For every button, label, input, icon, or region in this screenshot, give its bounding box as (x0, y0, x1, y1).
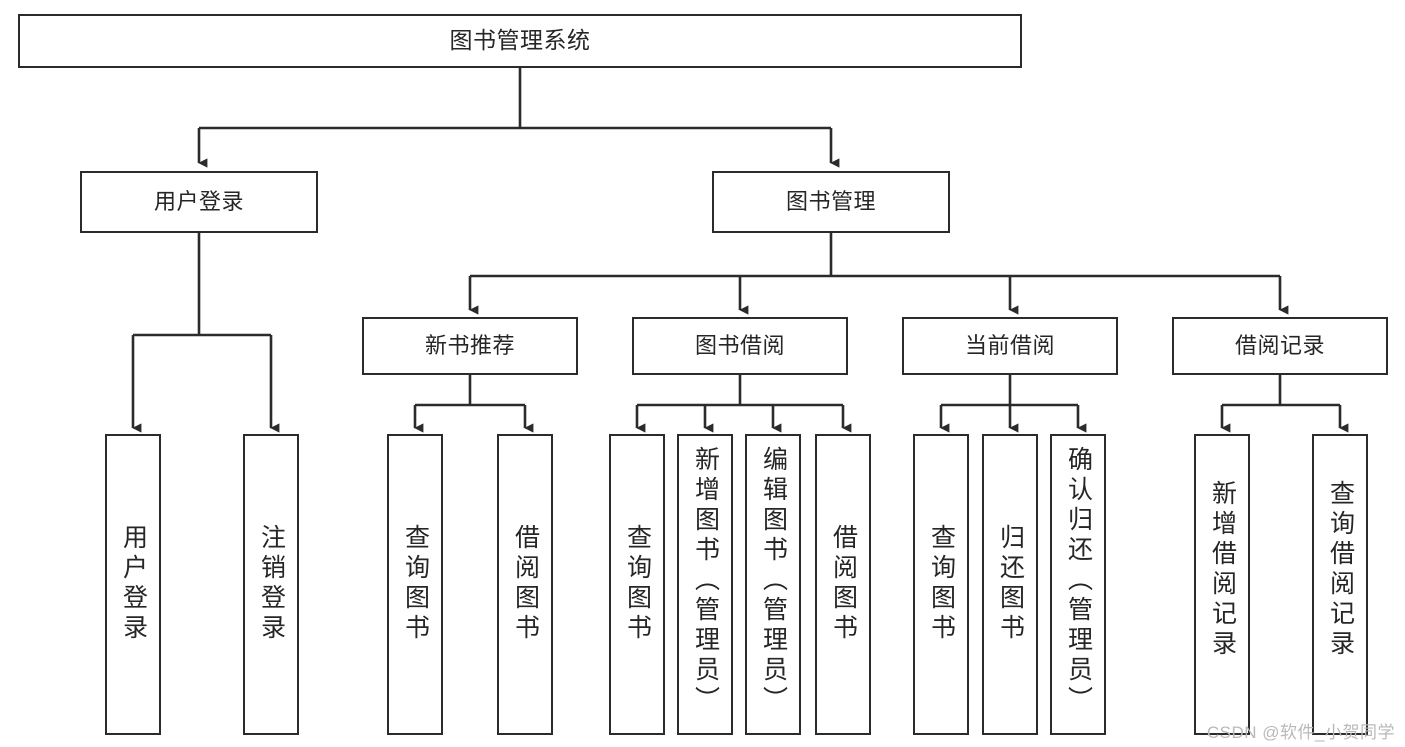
edges-userlogin-to-leaves (131, 233, 280, 433)
edges-bookborrow-to-leaves (635, 375, 852, 433)
node-label: 编辑图书（管理员） (759, 446, 788, 716)
edges-bookmanage-to-level3 (468, 233, 1289, 315)
node-borrow-record[interactable]: 借阅记录 (1172, 317, 1388, 375)
node-label: 借阅记录 (1234, 333, 1325, 359)
leaf-add-book-admin[interactable]: 新增图书（管理员） (677, 434, 733, 735)
node-book-borrow[interactable]: 图书借阅 (632, 317, 848, 375)
node-current-borrow[interactable]: 当前借阅 (902, 317, 1118, 375)
edges-borrowrecord-to-leaves (1220, 375, 1349, 433)
node-label: 用户登录 (153, 189, 244, 215)
node-label: 当前借阅 (964, 333, 1055, 359)
node-label: 查询图书 (401, 524, 430, 644)
leaf-borrow-book-recommend[interactable]: 借阅图书 (497, 434, 553, 735)
node-new-book-recommend[interactable]: 新书推荐 (362, 317, 578, 375)
node-label: 新书推荐 (424, 333, 515, 359)
node-label: 用户登录 (119, 524, 148, 644)
leaf-user-logout[interactable]: 注销登录 (243, 434, 299, 735)
node-label: 查询借阅记录 (1326, 480, 1355, 660)
leaf-borrow-book[interactable]: 借阅图书 (815, 434, 871, 735)
node-label: 确认归还（管理员） (1064, 446, 1093, 716)
leaf-query-borrow-record[interactable]: 查询借阅记录 (1312, 434, 1368, 735)
node-book-management[interactable]: 图书管理 (712, 171, 950, 233)
node-label: 图书管理 (785, 189, 876, 215)
leaf-query-book-current[interactable]: 查询图书 (913, 434, 969, 735)
edges-root-to-level2 (197, 68, 840, 168)
leaf-edit-book-admin[interactable]: 编辑图书（管理员） (745, 434, 801, 735)
node-root-book-management-system[interactable]: 图书管理系统 (18, 14, 1022, 68)
leaf-user-login[interactable]: 用户登录 (105, 434, 161, 735)
node-label: 新增借阅记录 (1208, 480, 1237, 660)
leaf-return-book[interactable]: 归还图书 (982, 434, 1038, 735)
node-user-login[interactable]: 用户登录 (80, 171, 318, 233)
csdn-watermark: CSDN @软件_小贺同学 (1206, 723, 1395, 742)
node-label: 图书管理系统 (449, 27, 591, 54)
node-label: 注销登录 (257, 524, 286, 644)
node-label: 图书借阅 (694, 333, 785, 359)
edges-newbook-to-leaves (413, 375, 534, 433)
node-label: 归还图书 (996, 524, 1025, 644)
edges-currentborrow-to-leaves (939, 375, 1087, 433)
leaf-query-book-borrow[interactable]: 查询图书 (609, 434, 665, 735)
node-label: 新增图书（管理员） (691, 446, 720, 716)
node-label: 查询图书 (623, 524, 652, 644)
node-label: 借阅图书 (511, 524, 540, 644)
leaf-confirm-return-admin[interactable]: 确认归还（管理员） (1050, 434, 1106, 735)
node-label: 查询图书 (927, 524, 956, 644)
leaf-query-book-recommend[interactable]: 查询图书 (387, 434, 443, 735)
leaf-add-borrow-record[interactable]: 新增借阅记录 (1194, 434, 1250, 735)
node-label: 借阅图书 (829, 524, 858, 644)
